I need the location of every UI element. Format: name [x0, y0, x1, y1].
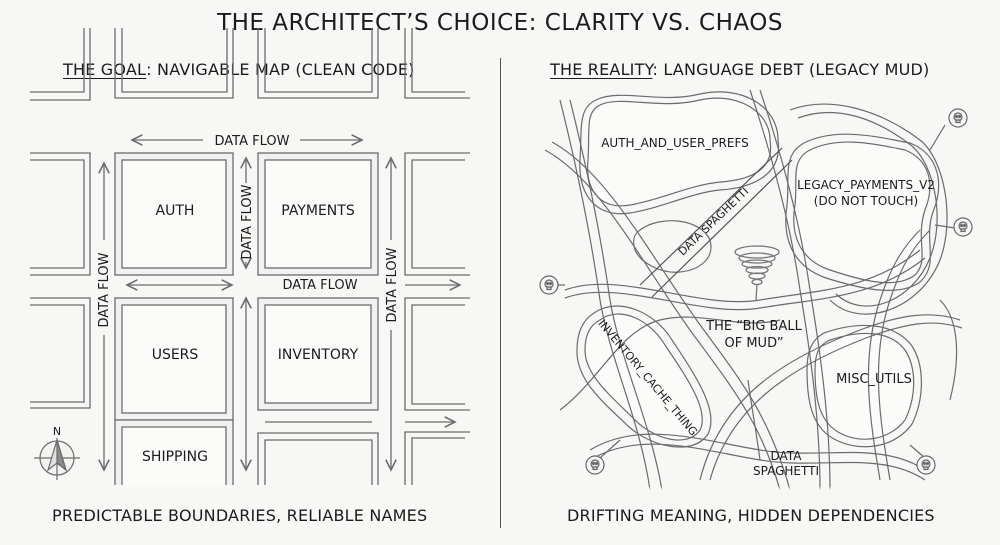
flow-label-v-left: DATA FLOW	[97, 252, 112, 327]
blob-inventory-cache-thing	[584, 313, 703, 441]
skull-icon	[585, 455, 605, 475]
skull-icon	[948, 108, 968, 128]
left-caption: PREDICTABLE BOUNDARIES, RELIABLE NAMES	[52, 506, 428, 525]
mud-label-line2: OF MUD”	[725, 336, 784, 351]
right-heading-rest: : LANGUAGE DEBT (LEGACY MUD)	[652, 60, 930, 79]
road-label-data-spaghetti: DATA SPAGHETTI	[676, 185, 751, 258]
compass-icon	[34, 437, 80, 480]
left-heading-rest: : NAVIGABLE MAP (CLEAN CODE)	[146, 60, 415, 79]
block-users	[114, 297, 234, 421]
spaghetti-map	[520, 89, 980, 491]
skull-icon	[953, 217, 973, 237]
right-heading: THE REALITY: LANGUAGE DEBT (LEGACY MUD)	[550, 60, 930, 79]
blob-legacy-payments	[793, 141, 931, 284]
block-inventory	[257, 297, 379, 411]
blob-auth-and-user-prefs	[587, 97, 772, 207]
module-label-misc-utils: MISC_UTILS	[836, 372, 912, 387]
block-label-auth: AUTH	[156, 203, 195, 219]
block-label-inventory: INVENTORY	[278, 347, 359, 363]
edge-blocks	[30, 28, 470, 485]
right-heading-label: THE REALITY	[550, 60, 653, 79]
module-label-legacy-warning: (DO NOT TOUCH)	[814, 194, 918, 208]
block-payments	[257, 152, 379, 276]
compass-north-label: N	[53, 425, 61, 438]
spaghetti-label-line2: SPAGHETTI	[753, 464, 819, 478]
flow-label-top: DATA FLOW	[215, 134, 290, 149]
tornado-icon	[734, 245, 780, 301]
mud-label-line1: THE “BIG BALL	[705, 319, 802, 334]
data-spaghetti-road	[639, 147, 793, 298]
blob-misc-utils	[814, 332, 915, 440]
skull-icon	[539, 275, 559, 295]
panel-divider	[500, 58, 501, 528]
clean-map	[20, 28, 490, 490]
flow-label-v-mid: DATA FLOW	[240, 184, 255, 259]
spaghetti-label-line1: DATA	[771, 449, 803, 463]
flow-label-v-right: DATA FLOW	[385, 247, 400, 322]
module-label-legacy-payments: LEGACY_PAYMENTS_V2	[797, 178, 935, 192]
block-label-payments: PAYMENTS	[281, 203, 355, 219]
module-label-auth-and-user-prefs: AUTH_AND_USER_PREFS	[601, 136, 749, 150]
block-auth	[114, 152, 234, 276]
page-title: THE ARCHITECT’S CHOICE: CLARITY VS. CHAO…	[217, 10, 783, 36]
block-label-shipping: SHIPPING	[142, 449, 208, 465]
right-caption: DRIFTING MEANING, HIDDEN DEPENDENCIES	[567, 506, 935, 525]
flow-label-mid: DATA FLOW	[283, 278, 358, 293]
block-label-users: USERS	[152, 347, 199, 363]
skull-icon	[916, 455, 936, 475]
